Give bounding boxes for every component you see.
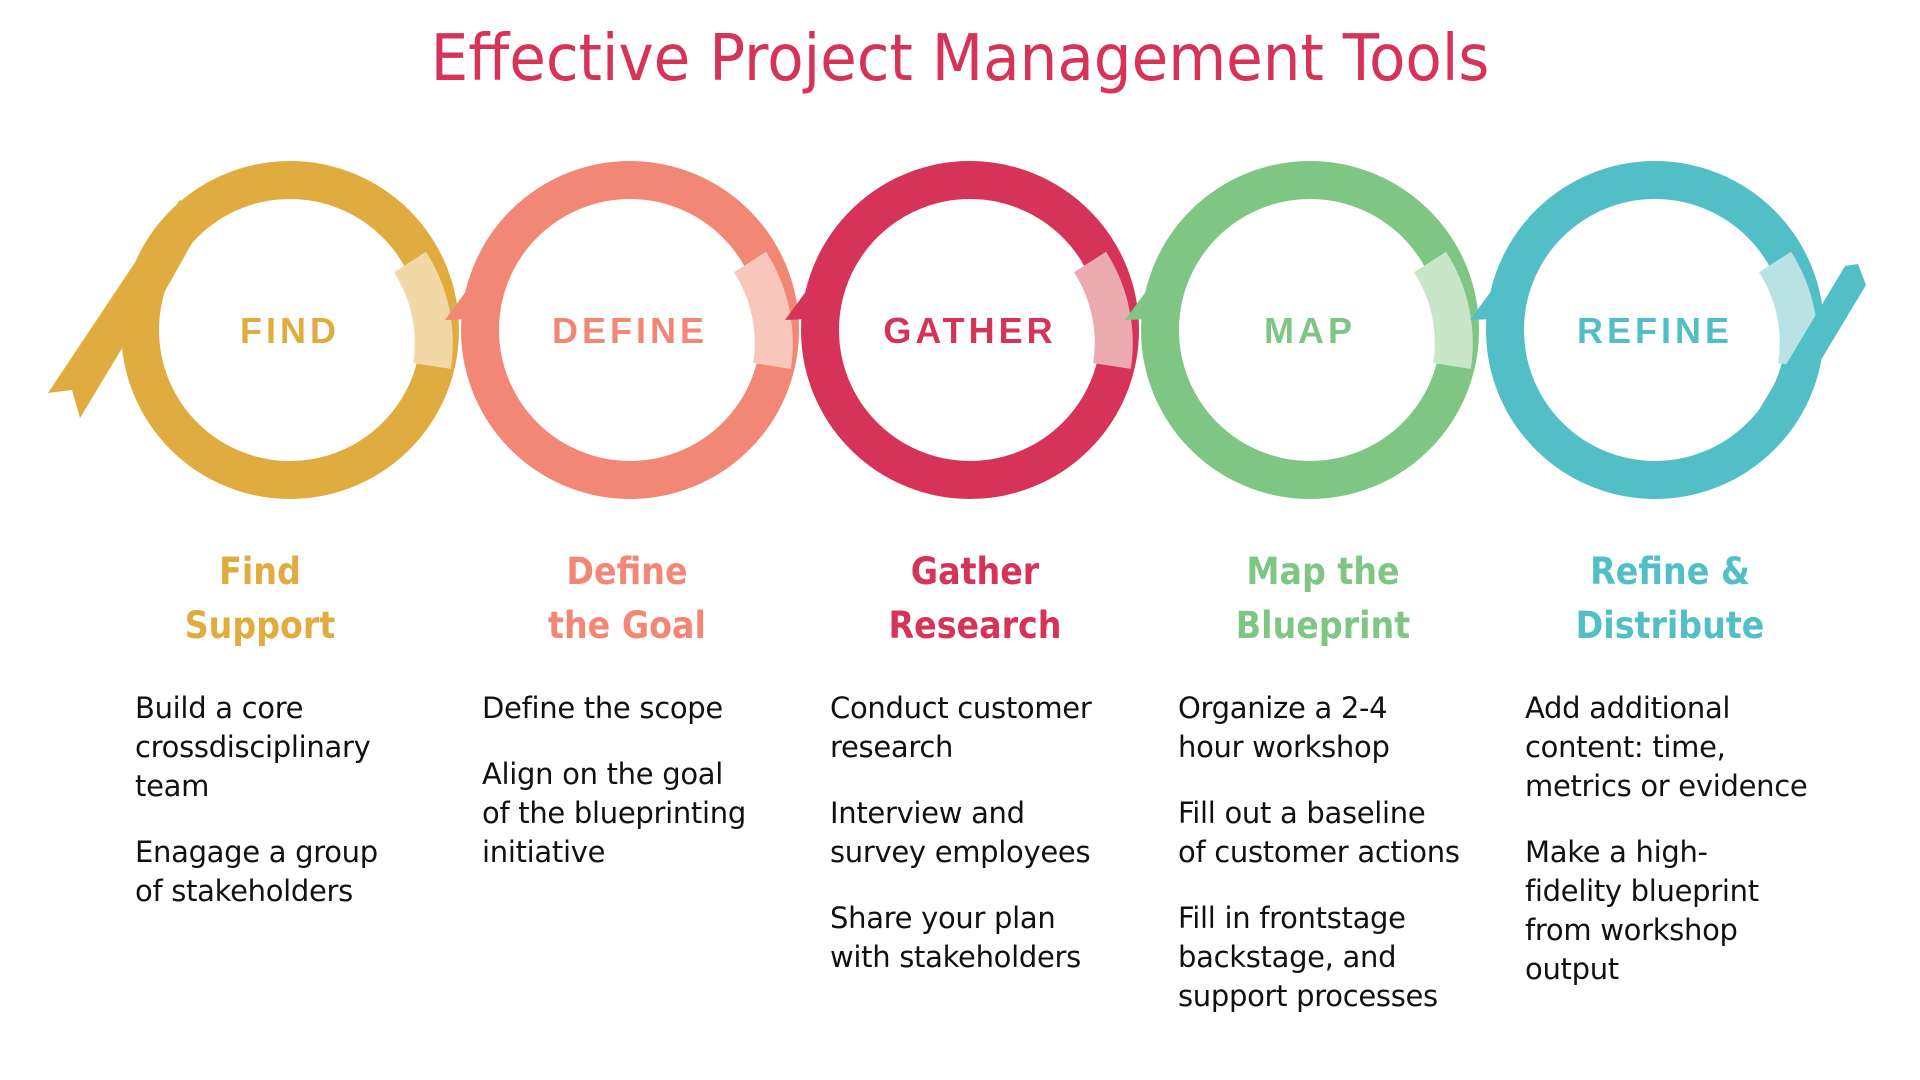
stage-column-find: Find Support Build a core crossdisciplin… [135, 545, 465, 938]
refine-tail-ribbon [1735, 264, 1866, 450]
stage-heading-map: Map the Blueprint [1235, 550, 1411, 647]
stage-heading-define: Define the Goal [548, 550, 706, 647]
ring-label-gather: GATHER [883, 310, 1056, 351]
define-arrowhead [445, 245, 500, 320]
stage-heading-refine: Refine & Distribute [1575, 550, 1765, 647]
define-ring [445, 161, 799, 499]
stage-bullet: Define the scope [482, 691, 723, 725]
stage-column-define: Define the Goal Define the scope Align o… [482, 545, 812, 899]
refine-arrowhead [1470, 245, 1525, 320]
process-cycle-diagram: FIND DEFINE GATHER MAP REFINE [48, 161, 1866, 499]
stage-column-refine: Refine & Distribute Add additional conte… [1525, 545, 1855, 1016]
ring-label-map: MAP [1264, 310, 1356, 351]
find-tail-ribbon [48, 240, 160, 418]
stage-column-map: Map the Blueprint Organize a 2-4 hour wo… [1178, 545, 1508, 1043]
stage-bullet: Fill in frontstage backstage, and suppor… [1178, 901, 1438, 1013]
stage-bullet: Align on the goal of the blueprinting in… [482, 757, 746, 869]
stage-bullet: Share your plan with stakeholders [830, 901, 1081, 974]
stage-bullet: Interview and survey employees [830, 796, 1091, 869]
ring-label-find: FIND [240, 310, 340, 351]
stage-heading-find: Find Support [184, 550, 336, 647]
map-arrowhead [1125, 245, 1180, 320]
stage-bullet: Enagage a group of stakeholders [135, 835, 378, 908]
gather-ring [785, 161, 1139, 499]
stage-bullet: Conduct customer research [830, 691, 1092, 764]
ring-label-define: DEFINE [552, 310, 708, 351]
stage-bullet: Make a high- fidelity blueprint from wor… [1525, 835, 1759, 986]
stage-bullet: Add additional content: time, metrics or… [1525, 691, 1808, 803]
ring-label-refine: REFINE [1577, 310, 1733, 351]
gather-arrowhead [785, 245, 840, 320]
stage-heading-gather: Gather Research [888, 550, 1062, 647]
stage-bullet: Fill out a baseline of customer actions [1178, 796, 1460, 869]
stage-column-gather: Gather Research Conduct customer researc… [830, 545, 1160, 1004]
find-ring [48, 161, 459, 499]
stage-bullet: Organize a 2-4 hour workshop [1178, 691, 1390, 764]
stage-bullet: Build a core crossdisciplinary team [135, 691, 371, 803]
page-title: Effective Project Management Tools [430, 22, 1490, 96]
map-ring [1125, 161, 1479, 499]
refine-ring [1470, 161, 1866, 499]
